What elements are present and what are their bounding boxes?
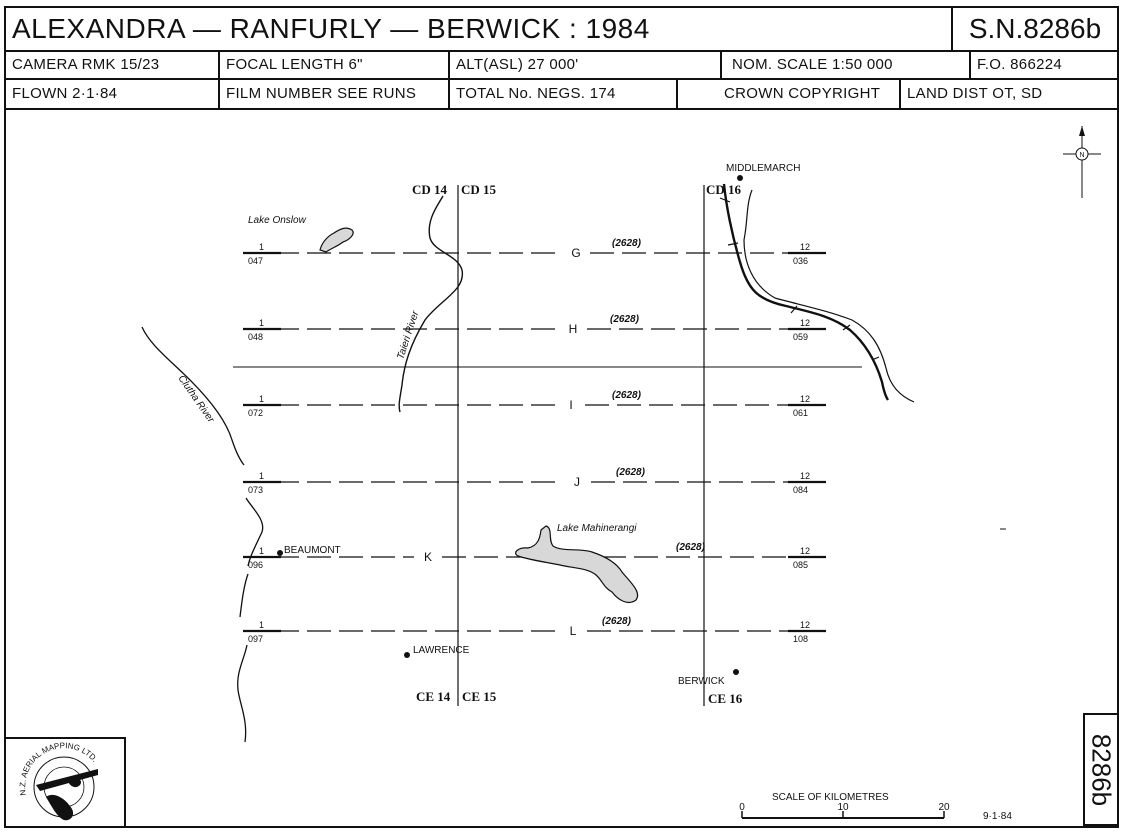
grid-label-cd15: CD 15 <box>461 182 497 197</box>
compass-icon <box>1075 147 1089 161</box>
run-h-start-negative: 048 <box>248 332 263 342</box>
railway-tick <box>871 356 880 361</box>
run-g-end-negative: 036 <box>793 256 808 266</box>
flown-date-field: FLOWN 2·1·84 <box>6 78 220 108</box>
run-h-end-number: 12 <box>800 318 810 328</box>
run-i-code: (2628) <box>612 390 642 401</box>
run-k-end-number: 12 <box>800 546 810 556</box>
north-label: N <box>1079 152 1084 159</box>
railway-tick <box>842 324 851 331</box>
grid-label-ce14: CE 14 <box>416 689 451 704</box>
sheet-title: ALEXANDRA — RANFURLY — BERWICK : 1984 <box>6 8 953 50</box>
sortie-number: S.N.8286b <box>968 13 1102 44</box>
flight-order-field: F.O. 866224 <box>977 55 1063 73</box>
run-g-start-negative: 047 <box>248 256 263 266</box>
taieri-river-east <box>743 189 915 403</box>
header-info-row-1: CAMERA RMK 15/23 FOCAL LENGTH 6" ALT(ASL… <box>6 50 1117 80</box>
run-j-start-number: 1 <box>259 471 264 481</box>
lake-mahinerangi-label: Lake Mahinerangi <box>557 523 637 534</box>
run-g-letter: G <box>571 246 580 260</box>
grid-label-ce15: CE 15 <box>462 689 497 704</box>
run-k-start-number: 1 <box>259 546 264 556</box>
grid-label-ce16: CE 16 <box>708 691 743 706</box>
run-l-end-negative: 108 <box>793 634 808 644</box>
total-negatives-field: TOTAL No. NEGS. 174 <box>450 78 678 108</box>
middlemarch-marker <box>737 175 743 181</box>
middlemarch-label: MIDDLEMARCH <box>726 163 800 174</box>
berwick-marker <box>733 669 739 675</box>
scale-bar-title: SCALE OF KILOMETRES <box>772 792 889 803</box>
vertical-sortie-text: 8286b <box>1086 733 1117 806</box>
scale-tick-0: 0 <box>739 802 745 813</box>
aerial-mapping-emblem-icon: N.Z. AERIAL MAPPING LTD. <box>18 741 99 821</box>
run-h-letter: H <box>569 322 578 336</box>
run-i-end-number: 12 <box>800 394 810 404</box>
crown-copyright-field: CROWN COPYRIGHT <box>678 78 901 108</box>
run-i-start-negative: 072 <box>248 408 263 418</box>
run-l-start-number: 1 <box>259 620 264 630</box>
clutha-river-label: Clutha River <box>176 373 217 425</box>
railway-tick <box>719 197 731 203</box>
run-l-code: (2628) <box>602 616 632 627</box>
clutha-river-upper <box>141 326 245 466</box>
run-i-end-negative: 061 <box>793 408 808 418</box>
lawrence-marker <box>404 652 410 658</box>
clutha-river-mid2 <box>239 573 249 618</box>
lake-mahinerangi <box>515 525 639 604</box>
plot-date: 9·1·84 <box>983 811 1012 822</box>
run-i-start-number: 1 <box>259 394 264 404</box>
run-g-start-number: 1 <box>259 242 264 252</box>
north-arrow: N <box>1063 126 1101 198</box>
run-i-letter: I <box>569 398 572 412</box>
run-l-end-number: 12 <box>800 620 810 630</box>
lawrence-label: LAWRENCE <box>413 645 470 656</box>
run-j-end-negative: 084 <box>793 485 808 495</box>
beaumont-label: BEAUMONT <box>284 545 341 556</box>
altitude-field: ALT(ASL) 27 000' <box>450 50 722 78</box>
run-h-start-number: 1 <box>259 318 264 328</box>
railway-tick <box>790 305 798 314</box>
run-k-end-negative: 085 <box>793 560 808 570</box>
vertical-sortie-tag: 8286b <box>1083 713 1117 826</box>
run-g-code: (2628) <box>612 238 642 249</box>
film-number-field: FILM NUMBER SEE RUNS <box>220 78 450 108</box>
scale-tick-10: 10 <box>837 802 849 813</box>
run-j-code: (2628) <box>616 467 646 478</box>
clutha-river-lower <box>237 644 248 743</box>
run-k-code: (2628) <box>676 542 706 553</box>
header-title-row: ALEXANDRA — RANFURLY — BERWICK : 1984 S.… <box>6 8 1117 52</box>
run-j-letter: J <box>574 475 580 489</box>
railway-tick <box>727 242 739 246</box>
header-info-row-2: FLOWN 2·1·84 FILM NUMBER SEE RUNS TOTAL … <box>6 78 1117 110</box>
lake-onslow-label: Lake Onslow <box>248 215 307 226</box>
nominal-scale-field: NOM. SCALE 1:50 000 <box>722 50 971 78</box>
taieri-river <box>398 195 463 413</box>
map-sheet-frame: ALEXANDRA — RANFURLY — BERWICK : 1984 S.… <box>4 6 1119 828</box>
lake-onslow <box>319 227 354 253</box>
focal-length-field: FOCAL LENGTH 6" <box>220 50 450 78</box>
run-l-letter: L <box>570 624 577 638</box>
run-j-start-negative: 073 <box>248 485 263 495</box>
camera-field: CAMERA RMK 15/23 <box>6 50 220 78</box>
run-j-end-number: 12 <box>800 471 810 481</box>
clutha-river-mid <box>245 497 264 567</box>
land-district-field: LAND DIST OT, SD <box>907 84 1043 102</box>
grid-label-cd14: CD 14 <box>412 182 448 197</box>
railway-line <box>722 183 890 401</box>
run-l-start-negative: 097 <box>248 634 263 644</box>
run-k-letter: K <box>424 550 432 564</box>
run-g-end-number: 12 <box>800 242 810 252</box>
scale-tick-20: 20 <box>938 802 950 813</box>
run-h-code: (2628) <box>610 314 640 325</box>
nz-aerial-mapping-logo: N.Z. AERIAL MAPPING LTD. <box>6 737 126 827</box>
run-h-end-negative: 059 <box>793 332 808 342</box>
berwick-label: BERWICK <box>678 676 725 687</box>
beaumont-marker <box>277 550 283 556</box>
run-k-start-negative: 096 <box>248 560 263 570</box>
